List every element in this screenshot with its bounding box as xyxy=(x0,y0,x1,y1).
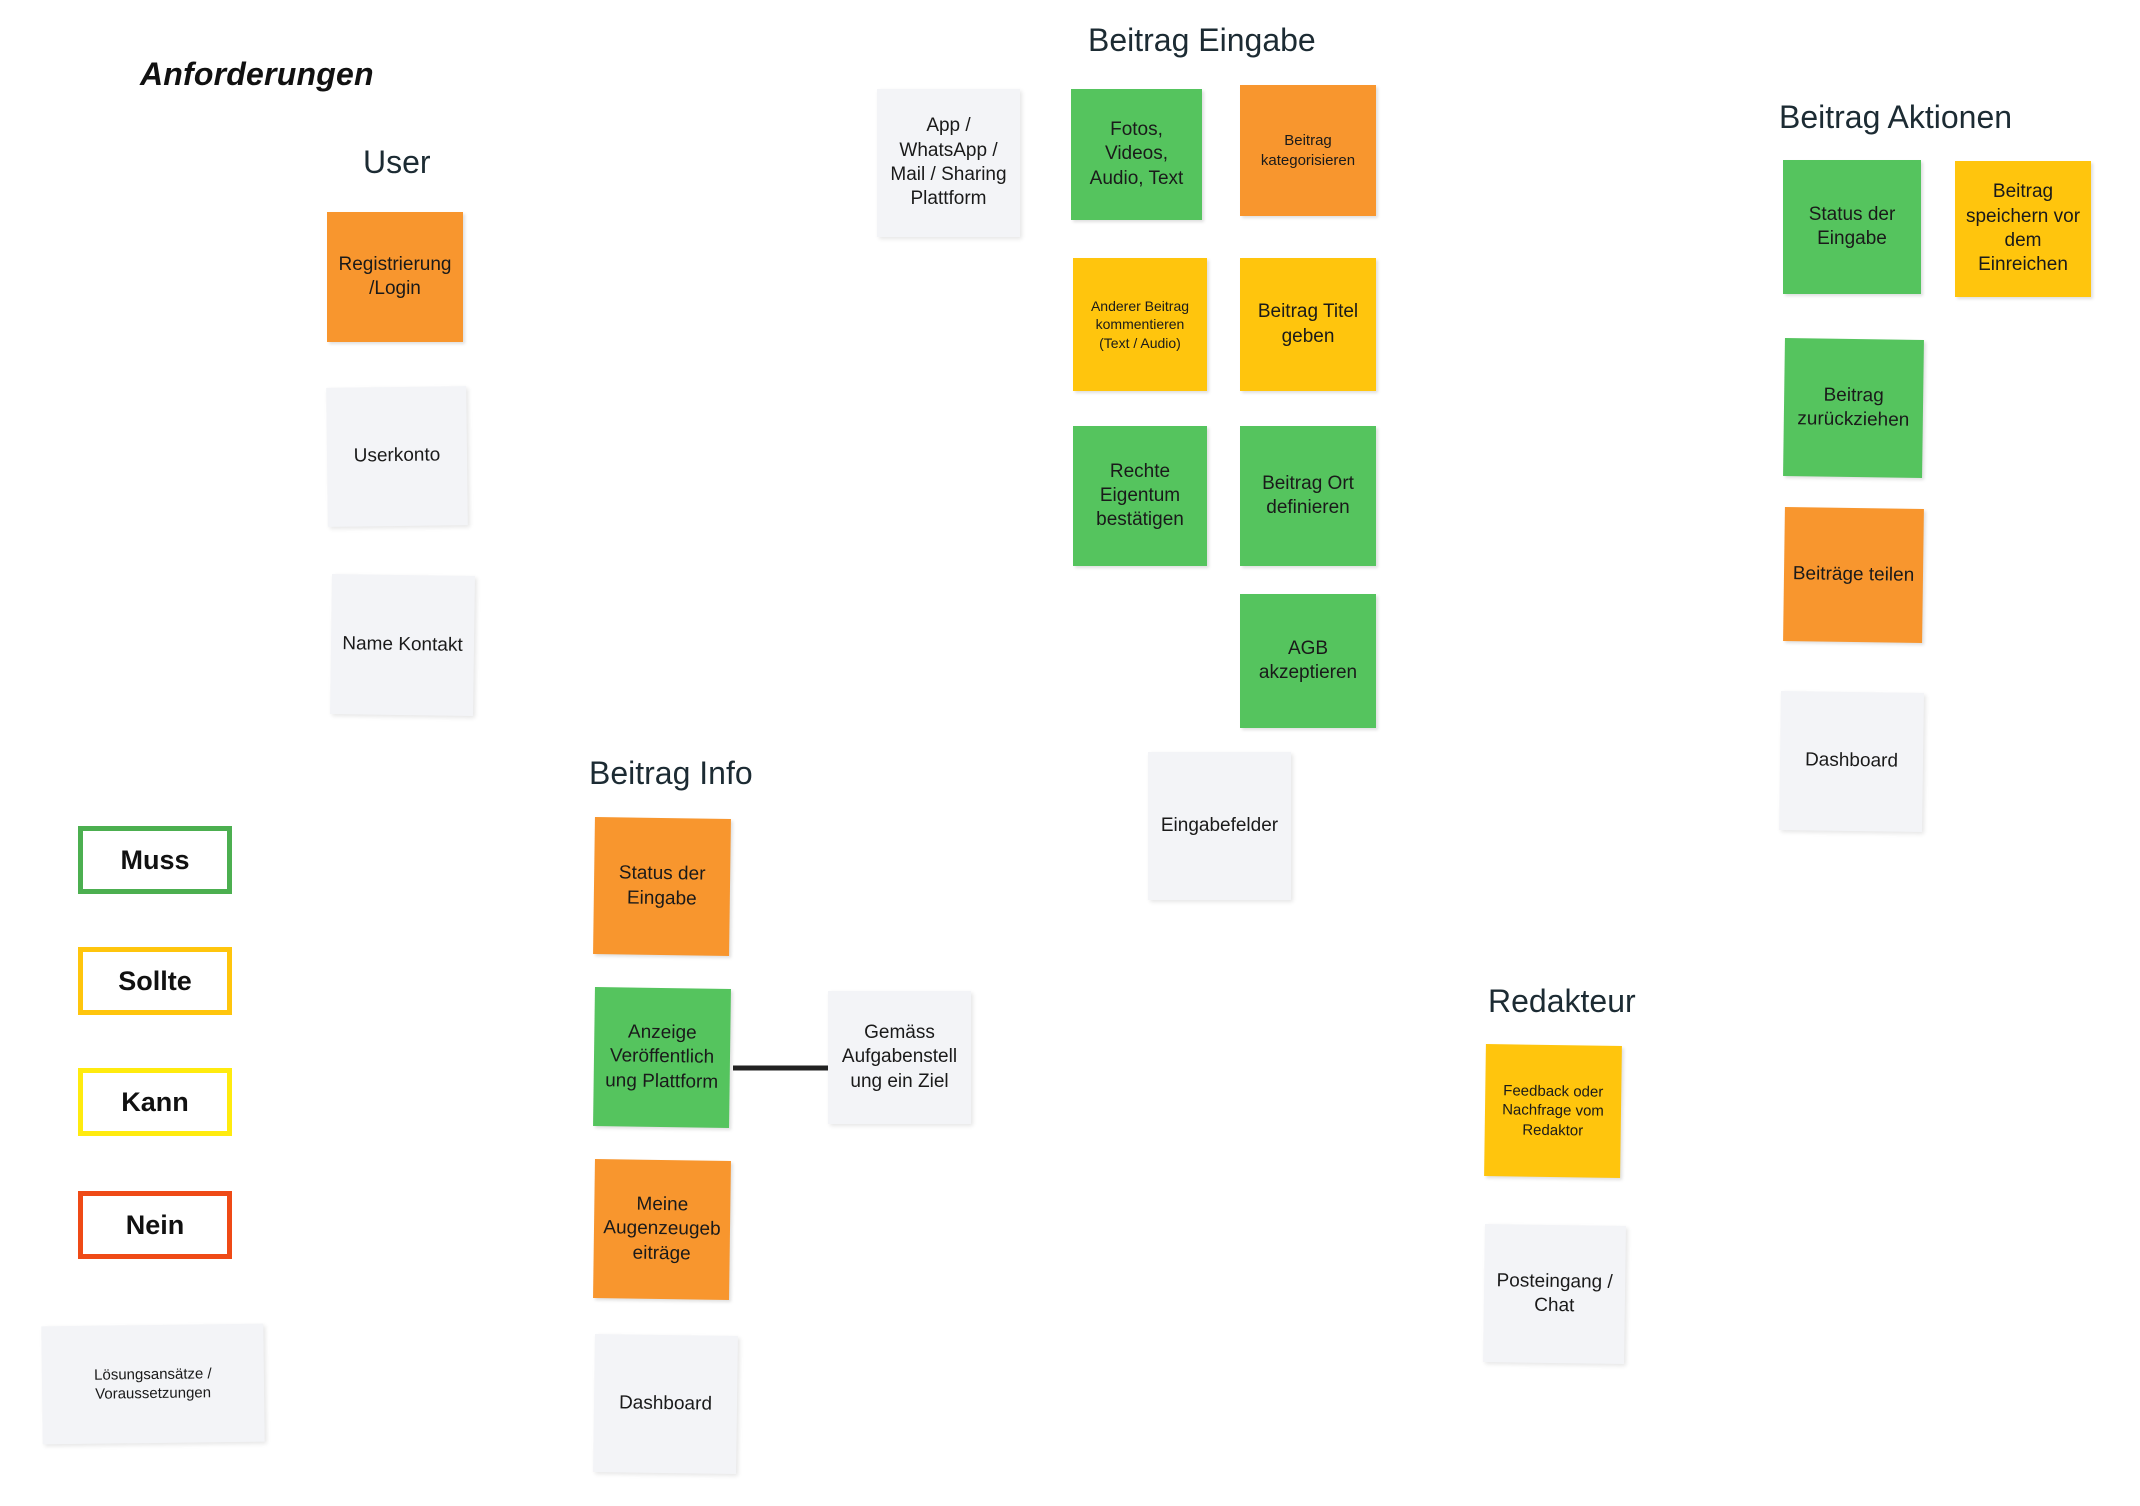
card-label: Anderer Beitrag kommentieren (Text / Aud… xyxy=(1090,298,1190,351)
card-anderer-beitrag-kommentieren[interactable]: Anderer Beitrag kommentieren (Text / Aud… xyxy=(1073,258,1207,391)
card-label: Beitrag zurückziehen xyxy=(1797,384,1910,431)
card-label: Posteingang / Chat xyxy=(1496,1269,1613,1317)
legend-label: Sollte xyxy=(118,965,192,996)
card-label: AGB akzeptieren xyxy=(1258,637,1358,683)
card-beitraege-teilen[interactable]: Beiträge teilen xyxy=(1783,507,1924,643)
card-userkonto[interactable]: Userkonto xyxy=(326,386,468,527)
card-posteingang-chat[interactable]: Posteingang / Chat xyxy=(1483,1224,1626,1364)
card-meine-augenzeugebeitraege[interactable]: Meine Augenzeugeb eiträge xyxy=(593,1159,731,1300)
card-label: Eingabefelder xyxy=(1160,814,1279,836)
card-label: Dashboard xyxy=(618,1392,713,1415)
page-title: Anforderungen xyxy=(140,56,374,92)
card-label: Dashboard xyxy=(1804,749,1899,772)
section-title-beitrag-aktionen: Beitrag Aktionen xyxy=(1779,99,2013,135)
card-label: Status der Eingabe xyxy=(1808,203,1896,249)
legend-label: Nein xyxy=(125,1209,185,1240)
card-beitrag-speichern-vor-einreichen[interactable]: Beitrag speichern vor dem Einreichen xyxy=(1955,161,2091,297)
card-label: Feedback oder Nachfrage vom Redaktor xyxy=(1502,1082,1604,1140)
card-beitrag-kategorisieren[interactable]: Beitrag kategorisieren xyxy=(1240,85,1376,216)
section-title-beitrag-info: Beitrag Info xyxy=(589,755,753,791)
card-beitrag-ort-definieren[interactable]: Beitrag Ort definieren xyxy=(1240,426,1376,566)
legend-label: Kann xyxy=(121,1086,189,1117)
card-label: Lösungsansätze / Voraussetzungen xyxy=(93,1364,212,1403)
legend-item-sollte[interactable]: Sollte xyxy=(78,947,232,1015)
card-label: Beitrag Titel geben xyxy=(1257,301,1359,347)
card-app-whatsapp-mail-sharing[interactable]: App / WhatsApp / Mail / Sharing Plattfor… xyxy=(877,89,1020,237)
card-label: Beitrag Ort definieren xyxy=(1262,472,1354,518)
card-anzeige-veroeffentlichung-plattform[interactable]: Anzeige Veröffentlich ung Plattform xyxy=(593,987,731,1128)
section-title-redakteur: Redakteur xyxy=(1488,983,1636,1019)
card-label: Fotos, Videos, Audio, Text xyxy=(1089,119,1184,189)
card-label: Name Kontakt xyxy=(342,633,463,656)
card-label: Meine Augenzeugeb eiträge xyxy=(603,1193,721,1265)
card-label: Userkonto xyxy=(353,444,441,467)
card-status-der-eingabe-aktionen[interactable]: Status der Eingabe xyxy=(1783,160,1921,294)
card-beitrag-titel-geben[interactable]: Beitrag Titel geben xyxy=(1240,258,1376,391)
card-label: Beitrag kategorisieren xyxy=(1260,132,1356,169)
card-label: App / WhatsApp / Mail / Sharing Plattfor… xyxy=(890,115,1007,210)
card-dashboard-info[interactable]: Dashboard xyxy=(593,1334,738,1474)
section-title-beitrag-eingabe: Beitrag Eingabe xyxy=(1088,22,1316,58)
card-eingabefelder[interactable]: Eingabefelder xyxy=(1148,752,1291,900)
legend-item-muss[interactable]: Muss xyxy=(78,826,232,894)
legend-item-kann[interactable]: Kann xyxy=(78,1068,232,1136)
legend-item-nein[interactable]: Nein xyxy=(78,1191,232,1259)
card-name-kontakt[interactable]: Name Kontakt xyxy=(330,574,475,716)
card-beitrag-zurueckziehen[interactable]: Beitrag zurückziehen xyxy=(1783,338,1924,478)
section-title-user: User xyxy=(363,144,431,180)
card-rechte-eigentum-bestaetigen[interactable]: Rechte Eigentum bestätigen xyxy=(1073,426,1207,566)
card-dashboard-aktionen[interactable]: Dashboard xyxy=(1779,691,1924,832)
legend-label: Muss xyxy=(120,844,190,875)
card-label: Registrierung /Login xyxy=(338,253,452,299)
card-label: Beitrag speichern vor dem Einreichen xyxy=(1965,181,2081,276)
card-agb-akzeptieren[interactable]: AGB akzeptieren xyxy=(1240,594,1376,728)
card-gemaess-aufgabenstellung-ein-ziel[interactable]: Gemäss Aufgabenstell ung ein Ziel xyxy=(828,991,971,1124)
card-label: Gemäss Aufgabenstell ung ein Ziel xyxy=(841,1022,958,1092)
card-registrierung-login[interactable]: Registrierung /Login xyxy=(327,212,463,342)
card-feedback-nachfrage-redaktor[interactable]: Feedback oder Nachfrage vom Redaktor xyxy=(1484,1044,1622,1178)
card-label: Status der Eingabe xyxy=(618,862,706,909)
card-label: Anzeige Veröffentlich ung Plattform xyxy=(605,1021,719,1093)
card-loesungsansaetze-voraussetzungen[interactable]: Lösungsansätze / Voraussetzungen xyxy=(41,1323,265,1445)
card-status-der-eingabe-info[interactable]: Status der Eingabe xyxy=(593,817,731,956)
card-label: Beiträge teilen xyxy=(1792,562,1915,586)
card-fotos-videos-audio-text[interactable]: Fotos, Videos, Audio, Text xyxy=(1071,89,1202,220)
card-label: Rechte Eigentum bestätigen xyxy=(1096,460,1184,531)
